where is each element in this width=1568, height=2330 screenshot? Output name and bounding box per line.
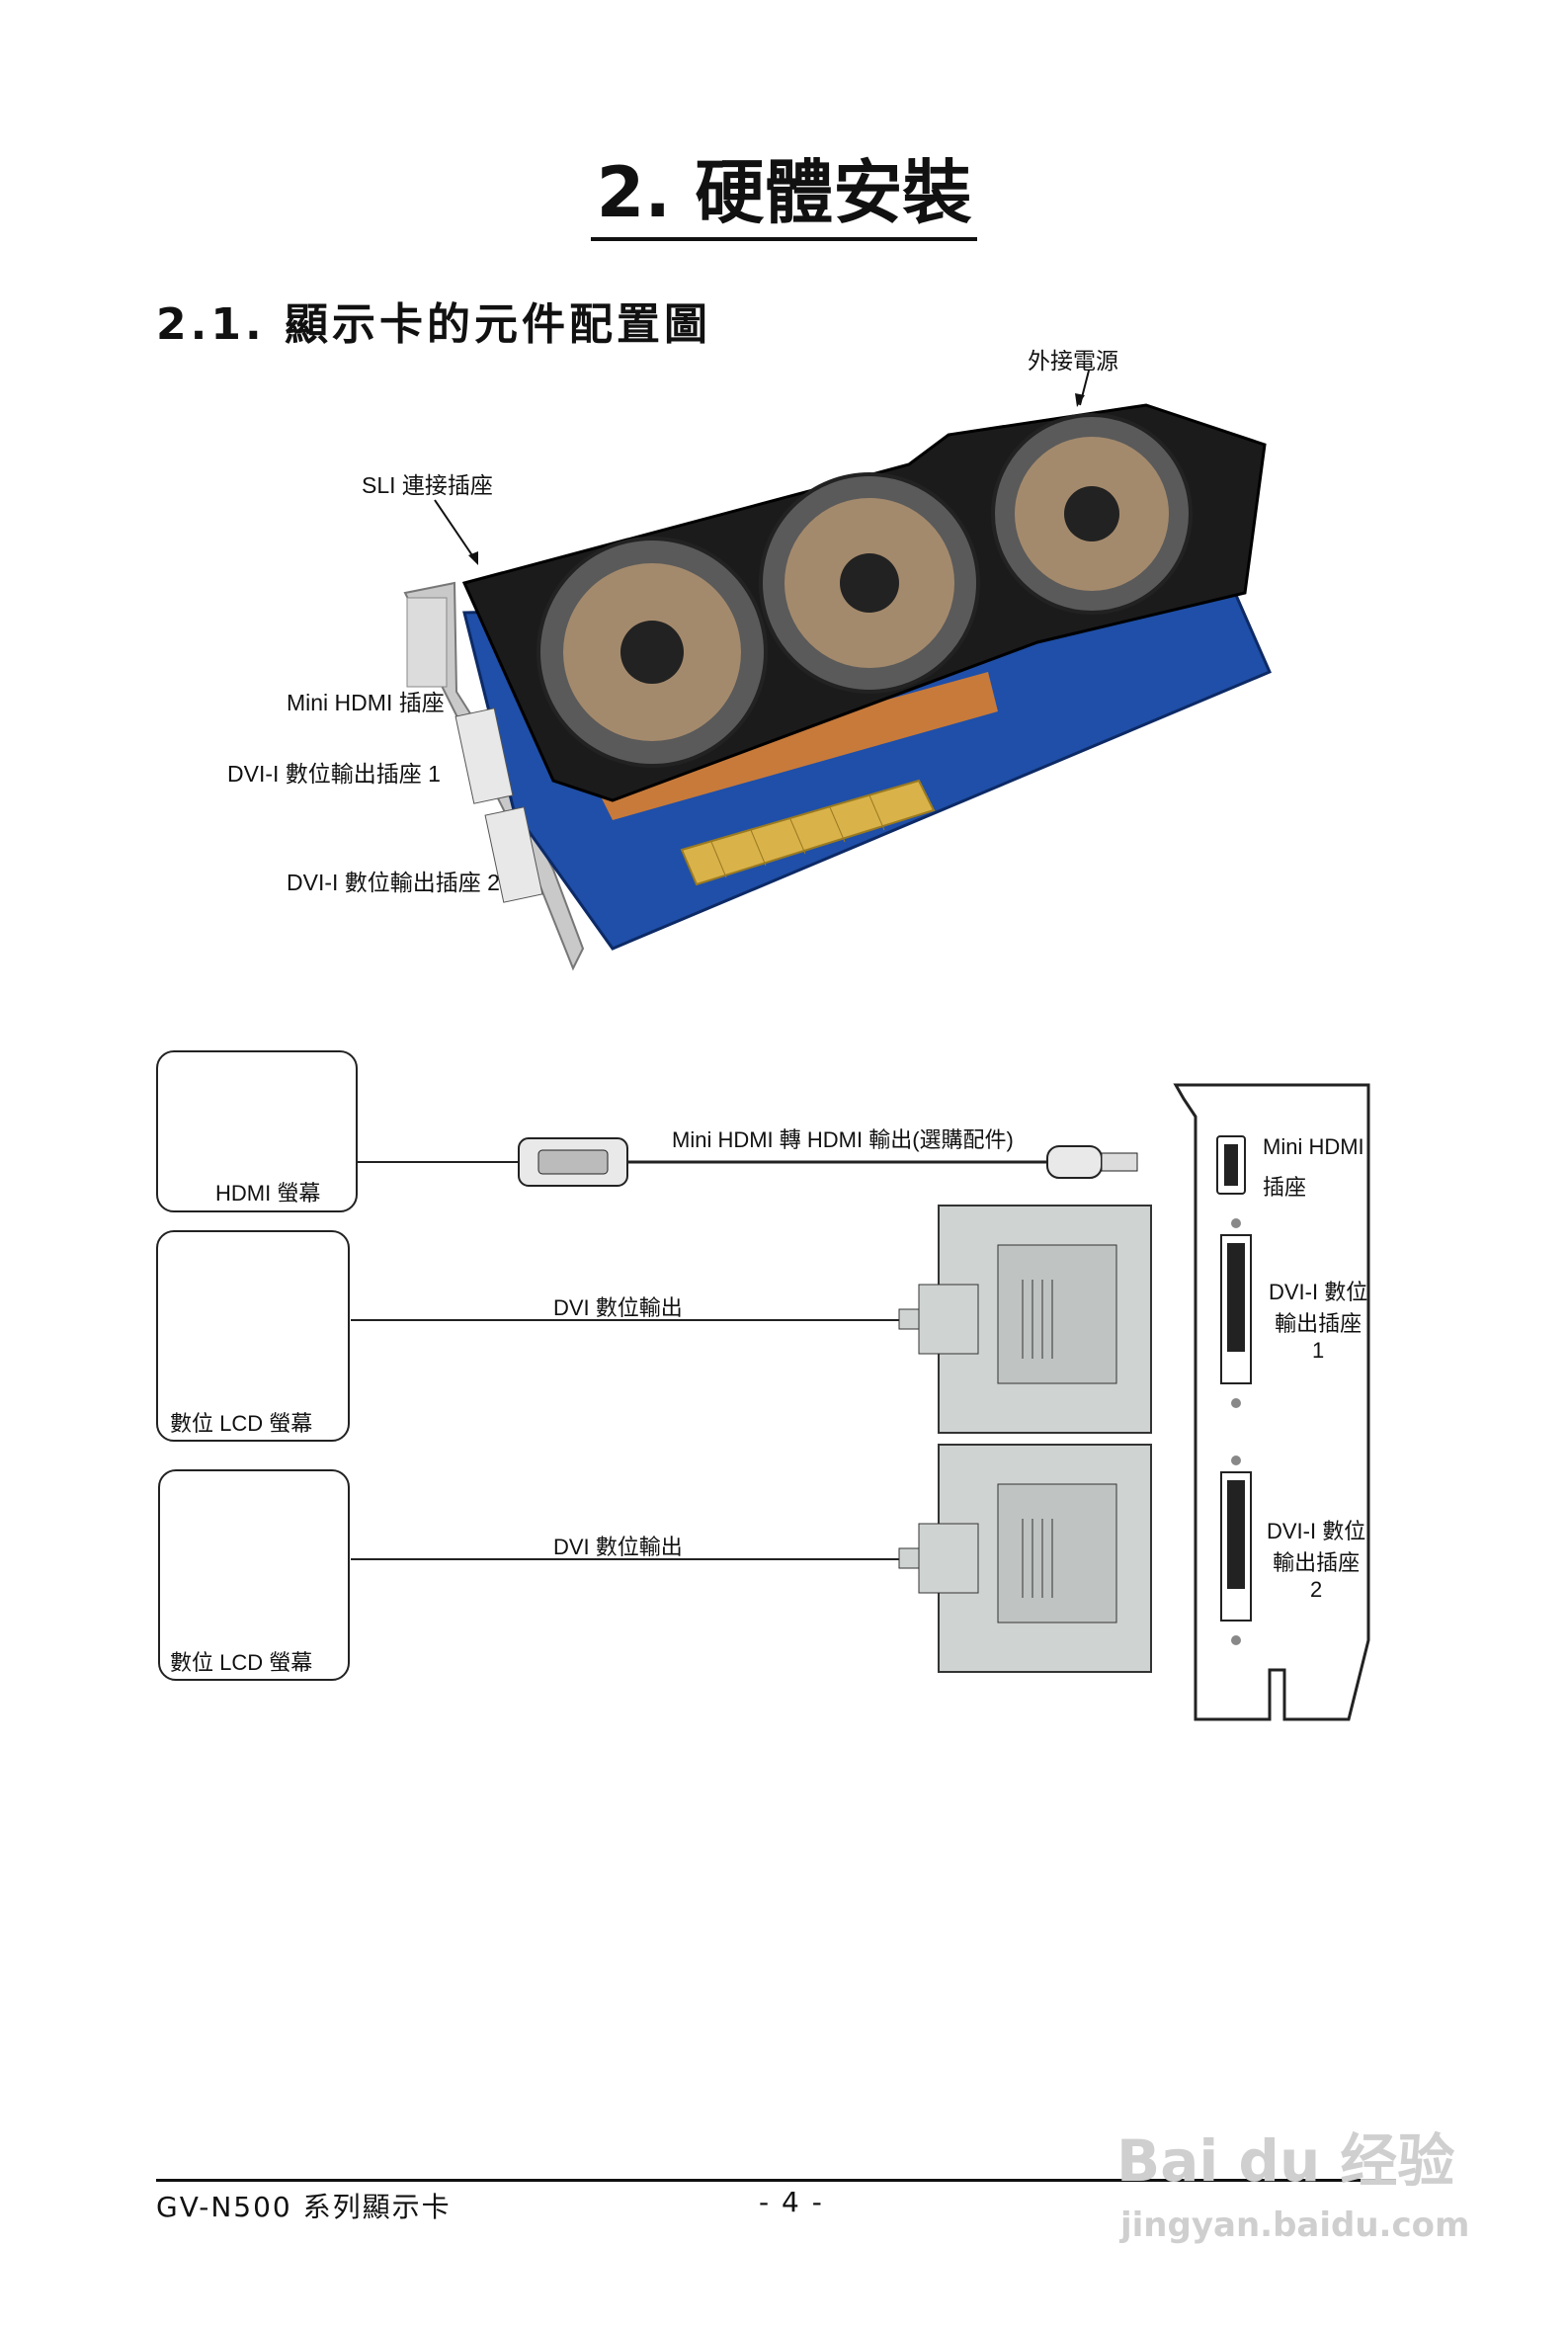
hdmi-monitor-box [156, 1050, 358, 1212]
cable-dvi-label-1: DVI 數位輸出 [553, 1295, 683, 1320]
bracket-dvi2-label: DVI-I 數位 輸出插座 2 [1267, 1519, 1366, 1602]
baidu-watermark: Bai du 经验 jingyan.baidu.com [1116, 2127, 1470, 2245]
label-dvi1-connector: DVI-I 數位輸出插座 1 [227, 761, 441, 787]
lcd-monitor-box-1 [156, 1230, 350, 1442]
label-external-power: 外接電源 [1028, 348, 1118, 374]
cable-hdmi-label: Mini HDMI 轉 HDMI 輸出(選購配件) [672, 1127, 1014, 1152]
footer-rule [156, 2179, 1396, 2182]
hdmi-monitor-label: HDMI 螢幕 [215, 1181, 321, 1206]
label-sli-connector: SLI 連接插座 [362, 472, 493, 498]
bracket-dvi1-label: DVI-I 數位 輸出插座 1 [1269, 1280, 1368, 1363]
label-mini-hdmi-connector: Mini HDMI 插座 [287, 690, 445, 715]
io-bracket [1173, 1083, 1370, 1721]
lcd-monitor-box-2 [158, 1469, 350, 1681]
lcd-monitor-label-1: 數位 LCD 螢幕 [170, 1411, 313, 1436]
cable-dvi-label-2: DVI 數位輸出 [553, 1535, 683, 1559]
footer-product: GV-N500 系列顯示卡 [156, 2191, 452, 2223]
chapter-title: 2. 硬體安裝 [0, 152, 1568, 241]
lcd-monitor-label-2: 數位 LCD 螢幕 [170, 1650, 313, 1675]
section-title: 2.1. 顯示卡的元件配置圖 [156, 299, 711, 350]
bracket-mini-hdmi-label: Mini HDMI 插座 [1263, 1134, 1364, 1200]
dvi-plug-2 [898, 1444, 1152, 1673]
dvi-plug-1 [898, 1205, 1152, 1434]
label-dvi2-connector: DVI-I 數位輸出插座 2 [287, 870, 500, 895]
footer-page-number: - 4 - [759, 2186, 824, 2218]
